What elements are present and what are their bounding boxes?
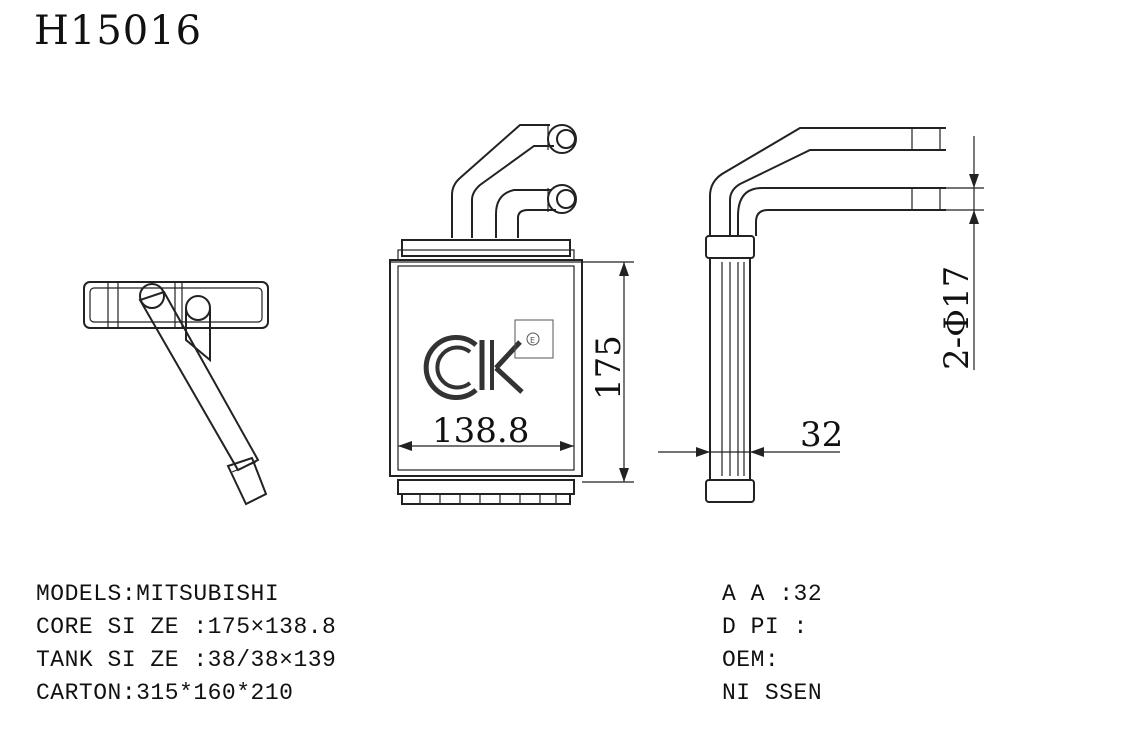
spec-tank-size: TANK SI ZE :38/38×139 bbox=[36, 647, 337, 673]
spec-core-size: CORE SI ZE :175×138.8 bbox=[36, 614, 337, 640]
spec-models: MODELS:MITSUBISHI bbox=[36, 581, 280, 607]
specs-right: A A :32 D PI : OEM: NI SSEN bbox=[722, 578, 822, 710]
ck-logo: E bbox=[423, 319, 554, 400]
core-height-label: 175 bbox=[589, 335, 629, 400]
spec-dpi: D PI : bbox=[722, 614, 808, 640]
core-width-label: 138.8 bbox=[432, 411, 529, 451]
specs-left: MODELS:MITSUBISHI CORE SI ZE :175×138.8 … bbox=[36, 578, 336, 710]
front-view bbox=[389, 124, 634, 505]
thickness-label: 32 bbox=[800, 415, 843, 455]
spec-carton: CARTON:315*160*210 bbox=[36, 680, 294, 706]
side-view bbox=[658, 127, 984, 503]
svg-text:E: E bbox=[530, 336, 535, 345]
spec-brand: NI SSEN bbox=[722, 680, 823, 706]
top-view bbox=[83, 281, 269, 506]
part-number-title: H15016 bbox=[34, 8, 203, 54]
spec-oem: OEM: bbox=[722, 647, 780, 673]
spec-aa: A A :32 bbox=[722, 581, 823, 607]
pipe-diameter-label: 2-Φ17 bbox=[937, 266, 977, 370]
